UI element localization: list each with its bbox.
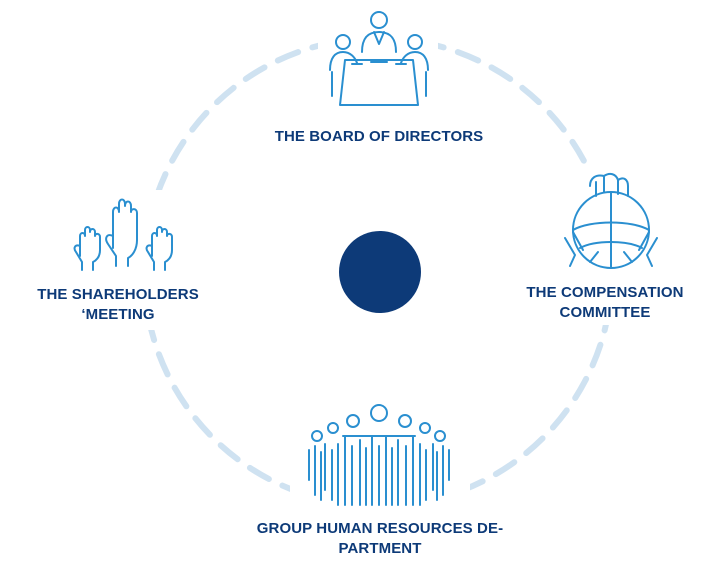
- label-group-hr-department: GROUP HUMAN RESOURCES DE- PARTMENT: [215, 519, 545, 559]
- label-line: THE COMPENSATION: [526, 284, 684, 301]
- label-line: ‘MEETING: [81, 306, 155, 323]
- label-line: PARTMENT: [338, 540, 422, 557]
- raised-hands-icon: [73, 198, 173, 271]
- label-line: COMMITTEE: [559, 304, 651, 321]
- hands-holding-sphere-icon: [564, 172, 658, 269]
- group-of-people-icon: [308, 404, 450, 506]
- meeting-table-icon: [329, 11, 429, 106]
- center-dot: [339, 231, 421, 313]
- label-compensation-committee: THE COMPENSATION COMMITTEE: [497, 283, 713, 323]
- label-line: THE BOARD OF DIRECTORS: [274, 128, 484, 145]
- label-board-of-directors: THE BOARD OF DIRECTORS: [229, 127, 529, 147]
- label-line: GROUP HUMAN RESOURCES DE-: [256, 520, 504, 537]
- label-shareholders-meeting: THE SHAREHOLDERS ‘MEETING: [6, 285, 230, 325]
- label-line: THE SHAREHOLDERS: [37, 286, 199, 303]
